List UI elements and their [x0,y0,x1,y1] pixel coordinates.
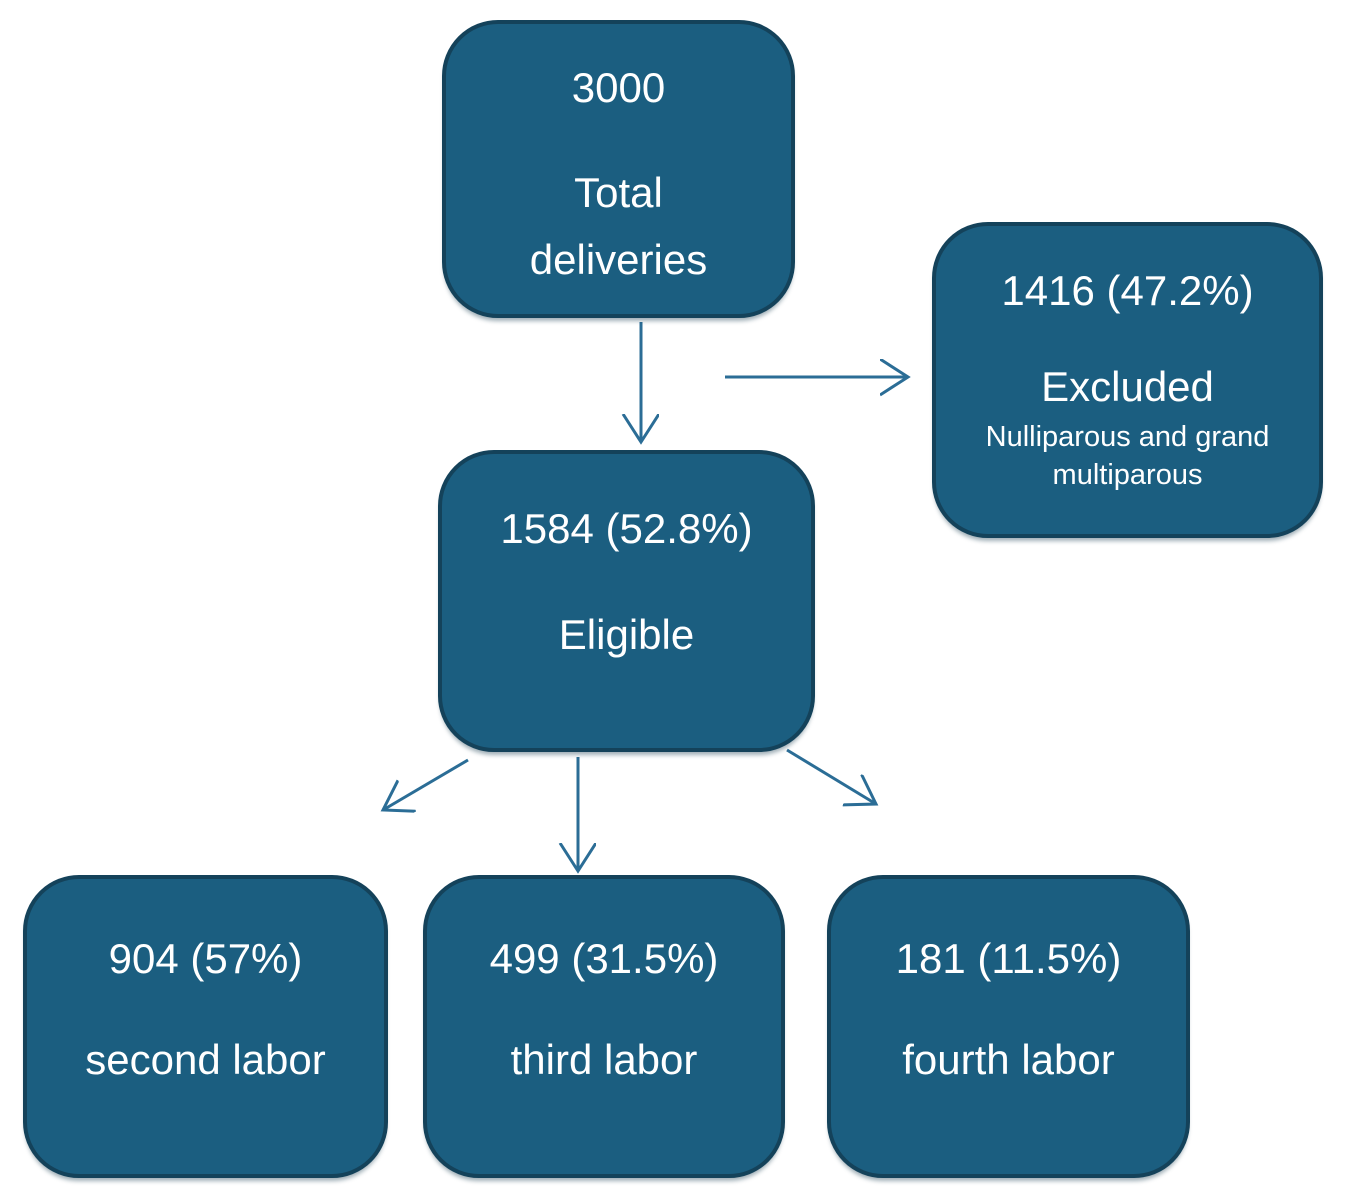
node-excluded: 1416 (47.2%) Excluded Nulliparous and gr… [932,222,1323,538]
node-total-deliveries: 3000 Total deliveries [442,20,795,318]
node-excluded-count: 1416 (47.2%) [1001,267,1254,314]
node-total-deliveries-label: Total deliveries [529,169,708,283]
node-fourth-labor-count: 181 (11.5%) [895,935,1122,982]
node-second-labor: 904 (57%) second labor [23,875,388,1178]
node-fourth-labor: 181 (11.5%) fourth labor [827,875,1190,1178]
node-eligible-label: Eligible [558,611,695,658]
node-third-labor: 499 (31.5%) third labor [423,875,785,1178]
node-second-labor-label: second labor [85,1036,326,1083]
arrow-eligible-to-second-labor [383,758,469,810]
node-excluded-label: Excluded [1041,363,1214,410]
node-excluded-sublabel: Nulliparous and grand multiparous [985,421,1270,491]
node-total-deliveries-count: 3000 [571,64,666,111]
arrow-eligible-to-fourth-labor [786,748,876,804]
node-third-labor-label: third labor [510,1036,698,1083]
node-eligible: 1584 (52.8%) Eligible [438,450,815,752]
node-third-labor-count: 499 (31.5%) [489,935,719,982]
node-second-labor-count: 904 (57%) [108,935,303,982]
node-fourth-labor-label: fourth labor [902,1036,1115,1083]
node-eligible-count: 1584 (52.8%) [500,505,753,552]
